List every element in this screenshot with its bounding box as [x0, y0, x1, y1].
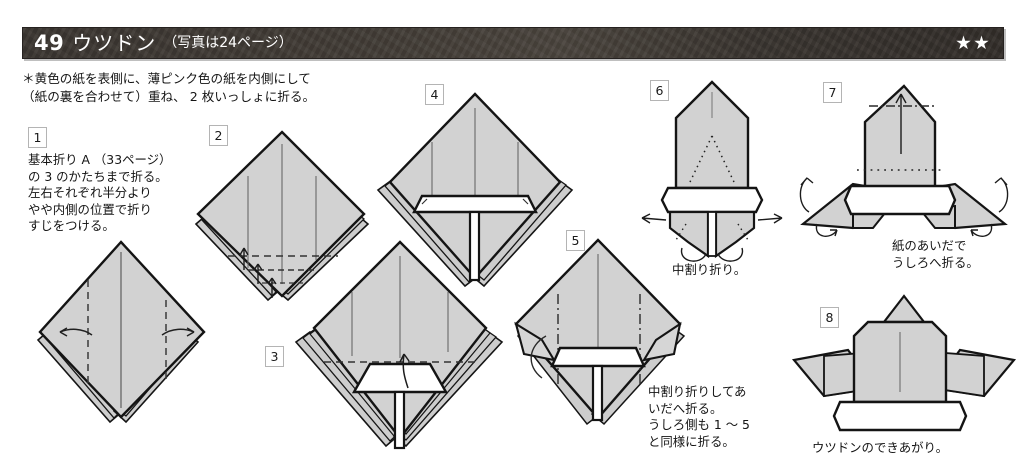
step-4-diagram	[376, 92, 574, 288]
step-number-4: 4	[425, 84, 444, 105]
step-1-instruction: 基本折り A （33ページ） の 3 のかたちまで折る。 左右それぞれ半分より …	[28, 152, 172, 233]
step-5-caption: 中割り折りしてあ いだへ折る。 うしろ側も 1 ～ 5 と同様に折る。	[648, 384, 750, 449]
difficulty-rating	[956, 35, 989, 51]
intro-text: ＊黄色の紙を表側に、薄ピンク色の紙を内側にして （紙の裏を合わせて）重ね、 2 …	[22, 71, 316, 104]
step-number-3: 3	[265, 346, 284, 367]
step-6-caption: 中割り折り。	[672, 262, 747, 277]
star-icon	[974, 35, 989, 50]
step-1-diagram	[36, 240, 206, 424]
step-number-6: 6	[650, 80, 669, 101]
step-8-diagram	[791, 294, 1017, 432]
step-2-diagram	[194, 130, 370, 302]
step-7-caption: 紙のあいだで うしろへ折る。	[892, 238, 979, 270]
step-7-diagram	[799, 84, 1009, 237]
step-5-diagram	[514, 238, 686, 426]
page-title-bar: 49 ウツドン （写真は24ページ）	[22, 27, 1004, 59]
step-number-8: 8	[820, 307, 839, 328]
step-3-diagram	[294, 240, 504, 450]
star-icon	[956, 35, 971, 50]
step-number-2: 2	[209, 125, 228, 146]
step-number-5: 5	[566, 230, 585, 251]
step-8-caption: ウツドンのできあがり。	[812, 440, 949, 455]
model-name: ウツドン	[72, 31, 157, 55]
step-number-7: 7	[823, 82, 842, 103]
photo-page-note: （写真は24ページ）	[163, 35, 293, 51]
step-number-1: 1	[28, 127, 47, 148]
step-6-diagram	[641, 80, 783, 262]
model-number: 49	[34, 30, 65, 55]
